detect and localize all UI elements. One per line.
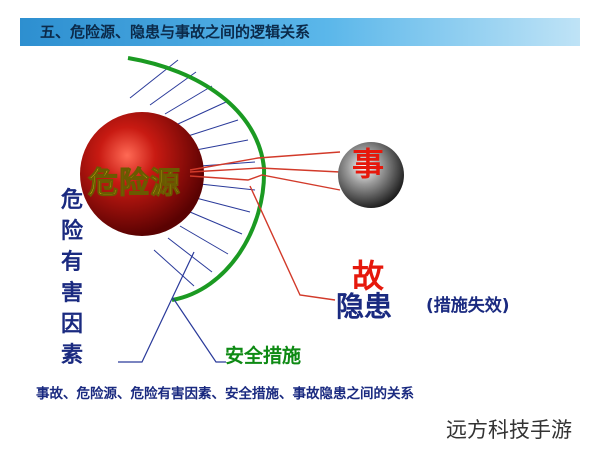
caption: 事故、危险源、危险有害因素、安全措施、事故隐患之间的关系 <box>36 386 414 402</box>
slide-title: 五、危险源、隐患与事故之间的逻辑关系 <box>40 23 311 41</box>
hazard-source-label: 危险源 <box>88 166 181 202</box>
leader-lines <box>118 251 226 363</box>
hazard-sphere <box>80 112 204 236</box>
red-connection-lines <box>189 151 341 301</box>
safety-measures-label: 安全措施 <box>225 345 302 367</box>
accident-sphere <box>338 142 404 208</box>
watermark: 远方科技手游 <box>446 418 572 442</box>
accident-label: 事故 <box>351 145 384 295</box>
hazard-factors-label: 危险有害因素 <box>60 188 83 368</box>
title-bar: 五、危险源、隐患与事故之间的逻辑关系 <box>20 18 580 46</box>
hidden-danger-note: (措施失效) <box>426 296 510 316</box>
hidden-danger-label: 隐患 <box>336 290 393 323</box>
